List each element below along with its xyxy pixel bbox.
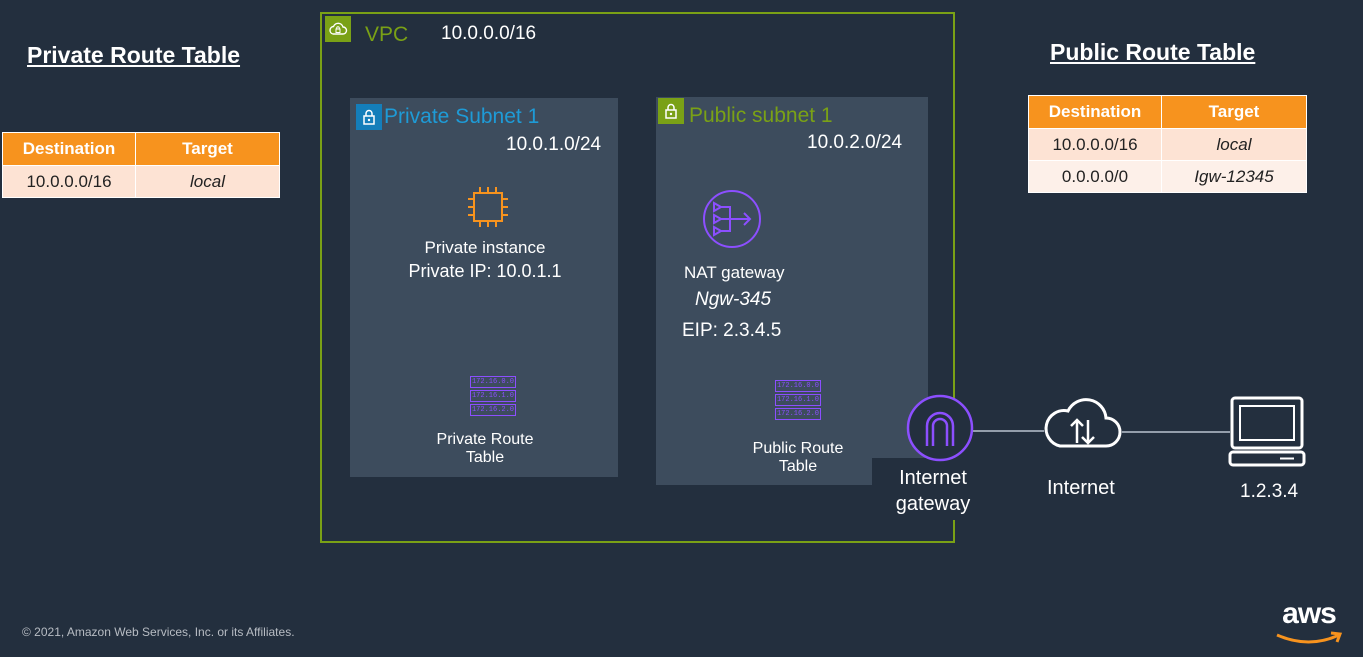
nat-gateway-icon xyxy=(703,190,761,248)
internet-gateway-label: Internet gateway xyxy=(873,465,993,517)
table-header-row: Destination Target xyxy=(2,132,280,166)
aws-logo-text: aws xyxy=(1282,597,1337,630)
public-route-table-icon: 172.16.0.0 172.16.1.0 172.16.2.0 xyxy=(775,380,821,420)
vpc-cloud-icon xyxy=(325,16,351,42)
ec2-instance-icon xyxy=(468,187,508,227)
internet-label: Internet xyxy=(1047,477,1115,499)
aws-logo: aws xyxy=(1271,599,1347,651)
label-line: Table xyxy=(465,449,505,466)
internet-gateway-icon xyxy=(906,394,974,462)
label-line: Table xyxy=(778,458,818,475)
aws-smile-icon xyxy=(1276,631,1343,644)
private-subnet-cidr: 10.0.1.0/24 xyxy=(506,134,602,155)
vpc-container xyxy=(320,12,955,543)
destination-cell: 10.0.0.0/16 xyxy=(2,165,136,198)
target-cell: Igw-12345 xyxy=(1161,160,1307,193)
label-line: Private Route xyxy=(436,431,534,448)
private-subnet-title: Private Subnet 1 xyxy=(384,105,540,128)
route-entry: 172.16.0.0 xyxy=(470,376,516,388)
copyright-text: © 2021, Amazon Web Services, Inc. or its… xyxy=(22,625,295,639)
lock-icon xyxy=(658,98,684,124)
target-cell: local xyxy=(1161,128,1307,161)
private-subnet xyxy=(350,98,618,477)
client-ip: 1.2.3.4 xyxy=(1240,481,1299,502)
private-instance-ip: Private IP: 10.0.1.1 xyxy=(408,261,562,281)
nat-eip: EIP: 2.3.4.5 xyxy=(682,320,782,341)
public-route-table-label: Public Route Table xyxy=(698,440,898,476)
target-header: Target xyxy=(1161,95,1307,129)
public-subnet xyxy=(656,97,928,485)
nat-gateway-id: Ngw-345 xyxy=(695,289,772,310)
private-route-table-label: Private Route Table xyxy=(385,431,585,467)
destination-cell: 10.0.0.0/16 xyxy=(1028,128,1162,161)
private-route-table-icon: 172.16.0.0 172.16.1.0 172.16.2.0 xyxy=(470,376,516,416)
route-entry: 172.16.0.0 xyxy=(775,380,821,392)
public-subnet-cidr: 10.0.2.0/24 xyxy=(807,132,903,153)
route-entry: 172.16.1.0 xyxy=(470,390,516,402)
destination-header: Destination xyxy=(1028,95,1162,129)
vpc-label: VPC xyxy=(365,23,409,46)
table-header-row: Destination Target xyxy=(1028,95,1307,129)
destination-cell: 0.0.0.0/0 xyxy=(1028,160,1162,193)
public-subnet-title: Public subnet 1 xyxy=(689,104,833,127)
label-line: gateway xyxy=(895,493,971,515)
private-instance-label: Private instance xyxy=(424,238,546,257)
public-route-table: Destination Target 10.0.0.0/16 local 0.0… xyxy=(1028,95,1307,193)
target-header: Target xyxy=(135,132,280,166)
vpc-cidr: 10.0.0.0/16 xyxy=(441,23,537,44)
client-computer-icon xyxy=(1228,396,1306,467)
private-route-table: Destination Target 10.0.0.0/16 local xyxy=(2,132,280,198)
private-route-table-title: Private Route Table xyxy=(27,42,241,68)
table-row: 0.0.0.0/0 Igw-12345 xyxy=(1028,160,1307,193)
public-route-table-title: Public Route Table xyxy=(1050,39,1256,65)
nat-gateway-label: NAT gateway xyxy=(684,263,785,282)
table-row: 10.0.0.0/16 local xyxy=(2,165,280,198)
lock-icon xyxy=(356,104,382,130)
destination-header: Destination xyxy=(2,132,136,166)
label-line: Internet xyxy=(899,467,967,489)
route-entry: 172.16.1.0 xyxy=(775,394,821,406)
route-entry: 172.16.2.0 xyxy=(470,404,516,416)
route-entry: 172.16.2.0 xyxy=(775,408,821,420)
label-line: Public Route xyxy=(752,440,844,457)
table-row: 10.0.0.0/16 local xyxy=(1028,128,1307,161)
target-cell: local xyxy=(135,165,280,198)
igw-label-backdrop xyxy=(872,458,972,520)
cloud-icon xyxy=(1044,398,1122,448)
